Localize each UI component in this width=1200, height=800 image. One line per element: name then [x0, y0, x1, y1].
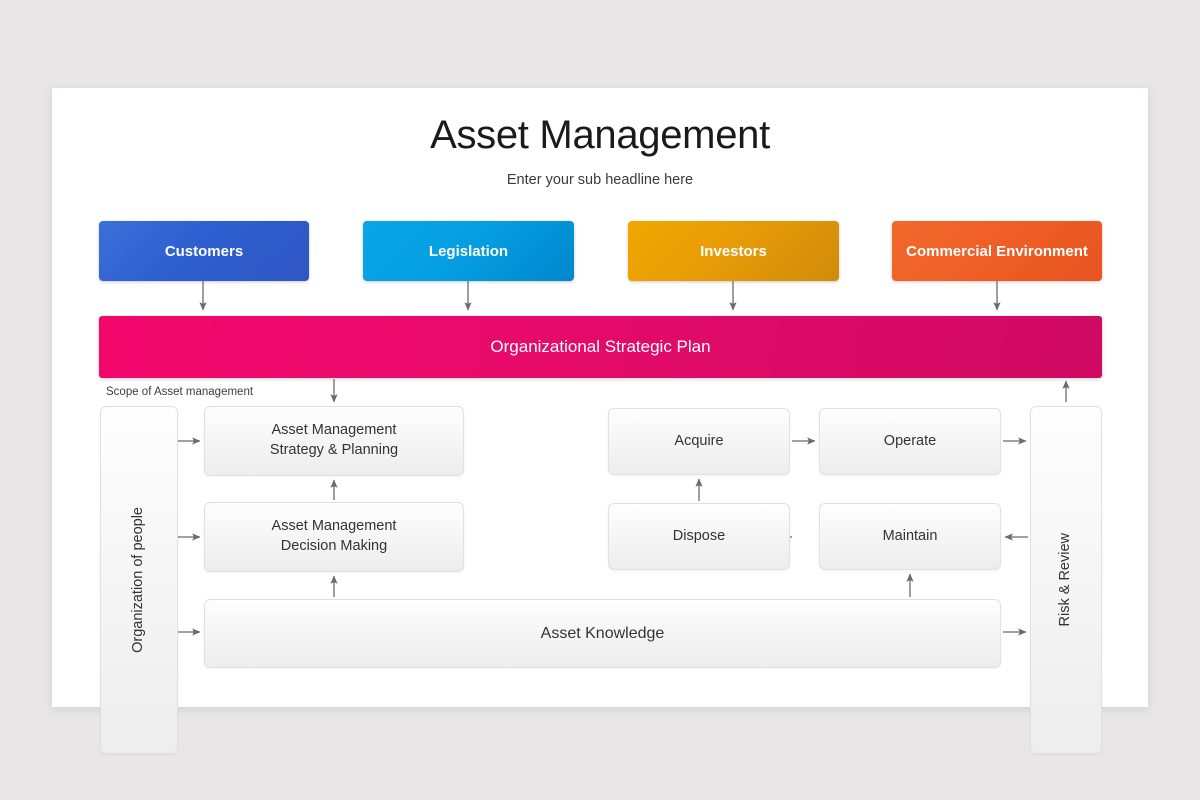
asset-knowledge-label: Asset Knowledge [540, 624, 665, 642]
banner-label: Organizational Strategic Plan [490, 337, 711, 356]
source-label-customers: Customers [164, 242, 244, 260]
source-label-investors: Investors [700, 242, 767, 260]
organization-of-people-box[interactable]: Organization of people [100, 406, 178, 754]
acquire-label: Acquire [674, 432, 724, 449]
lifecycle-box-dispose[interactable]: Dispose [608, 503, 790, 570]
slide-canvas: Asset Management Enter your sub headline… [52, 88, 1148, 754]
source-box-legislation[interactable]: Legislation [363, 221, 574, 281]
source-box-customers[interactable]: Customers [99, 221, 309, 281]
source-label-legislation: Legislation [428, 242, 509, 260]
organization-of-people-label: Organization of people [130, 507, 147, 653]
decision-label: Asset Management Decision Making [271, 518, 397, 554]
asset-management-decision-making-box[interactable]: Asset Management Decision Making [204, 502, 464, 572]
asset-management-strategy-planning-box[interactable]: Asset Management Strategy & Planning [204, 406, 464, 476]
organizational-strategic-plan-banner[interactable]: Organizational Strategic Plan [99, 316, 1102, 378]
source-label-commercial-environment: Commercial Environment [906, 242, 1088, 260]
risk-and-review-box[interactable]: Risk & Review [1030, 406, 1102, 754]
maintain-label: Maintain [882, 527, 938, 544]
source-box-investors[interactable]: Investors [628, 221, 839, 281]
dispose-label: Dispose [672, 527, 726, 544]
operate-label: Operate [883, 432, 937, 449]
page-subtitle: Enter your sub headline here [506, 172, 694, 188]
scope-label: Scope of Asset management [106, 386, 254, 398]
source-box-commercial-environment[interactable]: Commercial Environment [892, 221, 1102, 281]
asset-knowledge-box[interactable]: Asset Knowledge [204, 599, 1001, 668]
lifecycle-box-acquire[interactable]: Acquire [608, 408, 790, 475]
lifecycle-box-operate[interactable]: Operate [819, 408, 1001, 475]
page-title: Asset Management [430, 113, 770, 157]
lifecycle-box-maintain[interactable]: Maintain [819, 503, 1001, 570]
strategy-label: Asset Management Strategy & Planning [269, 422, 399, 458]
risk-and-review-label: Risk & Review [1057, 533, 1074, 627]
